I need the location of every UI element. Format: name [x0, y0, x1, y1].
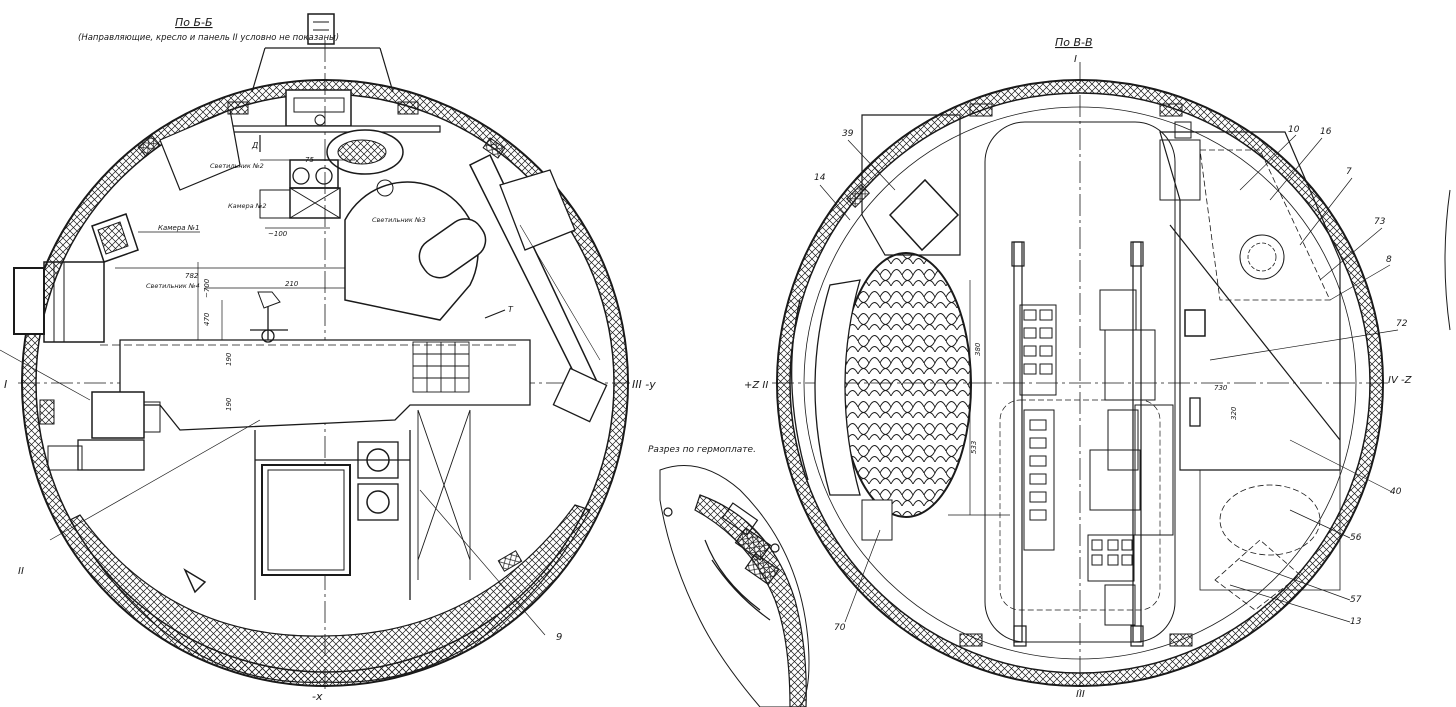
right-sphere-view	[772, 62, 1399, 690]
left-axis-bottom: -x	[312, 690, 323, 703]
part-13: 13	[1350, 617, 1362, 627]
callout-camera-2: Камера №2	[228, 202, 267, 210]
section-detail	[659, 465, 810, 707]
callout-light-4: Светильник №4	[146, 282, 200, 290]
dim-190-a: 190	[225, 352, 233, 366]
dim-100: ~100	[268, 230, 288, 238]
dim-190-b: 190	[225, 397, 233, 411]
part-10: 10	[1288, 125, 1300, 135]
dim-730: 730	[1214, 384, 1228, 392]
right-axis-right: IV -Z	[1388, 375, 1413, 386]
dim-782: 782	[185, 272, 199, 280]
callout-light-2: Светильник №2	[210, 162, 264, 170]
left-view-subtitle: (Направляющие, кресло и панель II условн…	[78, 33, 339, 43]
part-72: 72	[1396, 319, 1408, 329]
mark-t: T	[508, 305, 514, 314]
part-73: 73	[1374, 217, 1386, 227]
dim-210: 210	[285, 280, 299, 288]
dim-470: 470	[203, 312, 211, 326]
edge-fragment	[1444, 189, 1451, 331]
part-70: 70	[834, 623, 846, 633]
mark-d: Д	[251, 141, 258, 150]
part-7: 7	[1346, 167, 1352, 177]
left-axis-left: I	[4, 378, 7, 391]
left-sphere-view	[0, 13, 630, 690]
dim-75: 75	[305, 156, 314, 164]
dim-700: ~700	[203, 278, 211, 298]
callout-camera-1: Камера №1	[158, 224, 200, 232]
part-39: 39	[842, 129, 854, 139]
right-axis-bottom: III	[1076, 689, 1085, 700]
dim-320: 320	[1230, 406, 1238, 420]
part-16: 16	[1320, 127, 1332, 137]
part-9: 9	[556, 632, 562, 643]
section-title: Разрез по гермоплате.	[648, 445, 756, 455]
right-axis-top: I	[1074, 54, 1077, 65]
part-II: II	[18, 566, 24, 577]
part-8: 8	[1386, 255, 1392, 265]
callout-light-3: Светильник №3	[372, 216, 426, 224]
right-view-title: По В-В	[1055, 36, 1093, 49]
left-axis-right: III -y	[632, 378, 656, 391]
part-56: 56	[1350, 533, 1362, 543]
dim-533: 533	[970, 441, 978, 454]
dim-380: 380	[974, 342, 982, 356]
part-14: 14	[814, 173, 826, 183]
right-axis-left: +Z II	[744, 380, 768, 391]
left-view-title: По Б-Б	[175, 16, 213, 29]
part-57: 57	[1350, 595, 1362, 605]
part-40: 40	[1390, 487, 1402, 497]
